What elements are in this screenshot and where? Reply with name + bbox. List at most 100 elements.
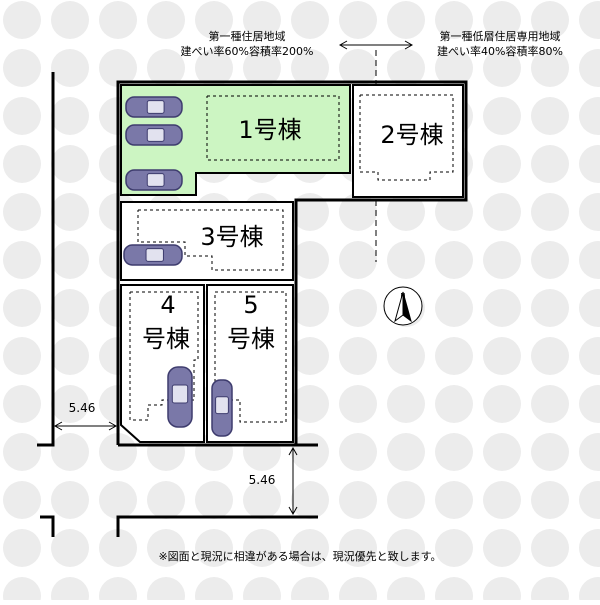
watermark-emblem-icon: [291, 289, 329, 327]
lot-4-number: 4: [160, 291, 175, 319]
watermark-emblem-icon: [579, 241, 600, 279]
watermark-emblem-icon: [3, 481, 41, 519]
watermark-emblem-icon: [387, 241, 425, 279]
watermark-emblem-icon: [483, 385, 521, 423]
watermark-emblem-icon: [147, 529, 185, 567]
lot-1-car-middle-icon: [125, 124, 183, 146]
watermark-emblem-icon: [483, 1, 521, 39]
watermark-emblem-icon: [483, 145, 521, 183]
watermark-emblem-icon: [3, 289, 41, 327]
lot-5-car-icon: [211, 379, 233, 437]
lot-3-plot: [120, 201, 294, 281]
lot-3-car-icon: [123, 244, 183, 266]
watermark-emblem-icon: [99, 1, 137, 39]
watermark-emblem-icon: [195, 577, 233, 605]
watermark-emblem-icon: [531, 529, 569, 567]
watermark-emblem-icon: [435, 481, 473, 519]
lot-4-car-icon: [167, 366, 193, 428]
watermark-emblem-icon: [579, 481, 600, 519]
watermark-emblem-icon: [339, 577, 377, 605]
watermark-emblem-icon: [291, 193, 329, 231]
watermark-emblem-icon: [147, 481, 185, 519]
watermark-emblem-icon: [483, 337, 521, 375]
north-compass-label: N: [400, 292, 405, 300]
watermark-emblem-icon: [387, 529, 425, 567]
watermark-emblem-icon: [99, 481, 137, 519]
road-width-bottom-dimension: [288, 446, 298, 516]
watermark-emblem-icon: [387, 577, 425, 605]
watermark-emblem-icon: [387, 193, 425, 231]
road-edges: [37, 72, 318, 537]
road-width-bottom-label: 5.46: [249, 473, 276, 487]
watermark-emblem-icon: [483, 529, 521, 567]
watermark-emblem-icon: [387, 337, 425, 375]
watermark-emblem-icon: [387, 385, 425, 423]
watermark-emblem-icon: [147, 49, 185, 87]
watermark-emblem-icon: [291, 49, 329, 87]
watermark-emblem-icon: [291, 529, 329, 567]
watermark-emblem-icon: [243, 1, 281, 39]
watermark-emblem-icon: [51, 241, 89, 279]
watermark-emblem-icon: [195, 481, 233, 519]
watermark-emblem-icon: [339, 385, 377, 423]
watermark-emblem-icon: [51, 577, 89, 605]
zoning-boundary-arrow: [338, 40, 414, 50]
watermark-emblem-icon: [243, 529, 281, 567]
watermark-emblem-icon: [531, 289, 569, 327]
zoning-right-ratios: 建ぺい率40%容積率80%: [437, 44, 563, 58]
watermark-emblem-icon: [243, 49, 281, 87]
watermark-emblem-icon: [291, 481, 329, 519]
watermark-emblem-icon: [339, 241, 377, 279]
watermark-emblem-icon: [483, 577, 521, 605]
lot-4-building-footprint: [129, 291, 199, 421]
watermark-emblem-icon: [579, 385, 600, 423]
watermark-emblem-icon: [3, 241, 41, 279]
watermark-emblem-icon: [579, 145, 600, 183]
zoning-right-name: 第一種低層住居専用地域: [440, 29, 561, 43]
watermark-emblem-icon: [3, 433, 41, 471]
watermark-emblem-icon: [435, 385, 473, 423]
watermark-emblem-icon: [99, 49, 137, 87]
lot-2-plot: [352, 84, 464, 198]
watermark-emblem-icon: [51, 49, 89, 87]
watermark-emblem-icon: [435, 337, 473, 375]
watermark-emblem-icon: [387, 481, 425, 519]
watermark-emblem-icon: [579, 97, 600, 135]
watermark-emblem-icon: [51, 385, 89, 423]
watermark-emblem-icon: [387, 49, 425, 87]
watermark-emblem-icon: [51, 337, 89, 375]
watermark-emblem-icon: [579, 337, 600, 375]
watermark-emblem-icon: [3, 577, 41, 605]
watermark-emblem-icon: [435, 289, 473, 327]
watermark-emblem-icon: [531, 145, 569, 183]
watermark-emblem-icon: [3, 529, 41, 567]
watermark-emblem-icon: [147, 1, 185, 39]
parking-cars: [123, 96, 233, 437]
watermark-emblem-icon: [291, 1, 329, 39]
watermark-emblem-icon: [291, 433, 329, 471]
watermark-emblem-icon: [531, 433, 569, 471]
lot-1-car-top-icon: [125, 96, 183, 118]
watermark-emblem-icon: [339, 193, 377, 231]
watermark-emblem-icon: [483, 97, 521, 135]
lot-5-plot: [206, 284, 294, 443]
watermark-emblem-icon: [531, 481, 569, 519]
watermark-emblem-icon: [51, 145, 89, 183]
road-width-left-dimension: [53, 421, 118, 431]
watermark-emblem-icon: [291, 241, 329, 279]
watermark-emblem-icon: [339, 481, 377, 519]
watermark-emblem-icon: [3, 97, 41, 135]
watermark-emblem-icon: [483, 49, 521, 87]
watermark-emblem-icon: [195, 529, 233, 567]
watermark-emblem-icon: [3, 1, 41, 39]
watermark-emblem-icon: [99, 529, 137, 567]
watermark-emblem-icon: [579, 49, 600, 87]
watermark-emblem-icon: [387, 433, 425, 471]
lot-3-label: 3号棟: [200, 223, 263, 251]
lot-3-building-footprint: [137, 209, 284, 271]
watermark-emblem-icon: [51, 433, 89, 471]
watermark-emblem-icon: [531, 49, 569, 87]
watermark-emblem-icon: [531, 385, 569, 423]
